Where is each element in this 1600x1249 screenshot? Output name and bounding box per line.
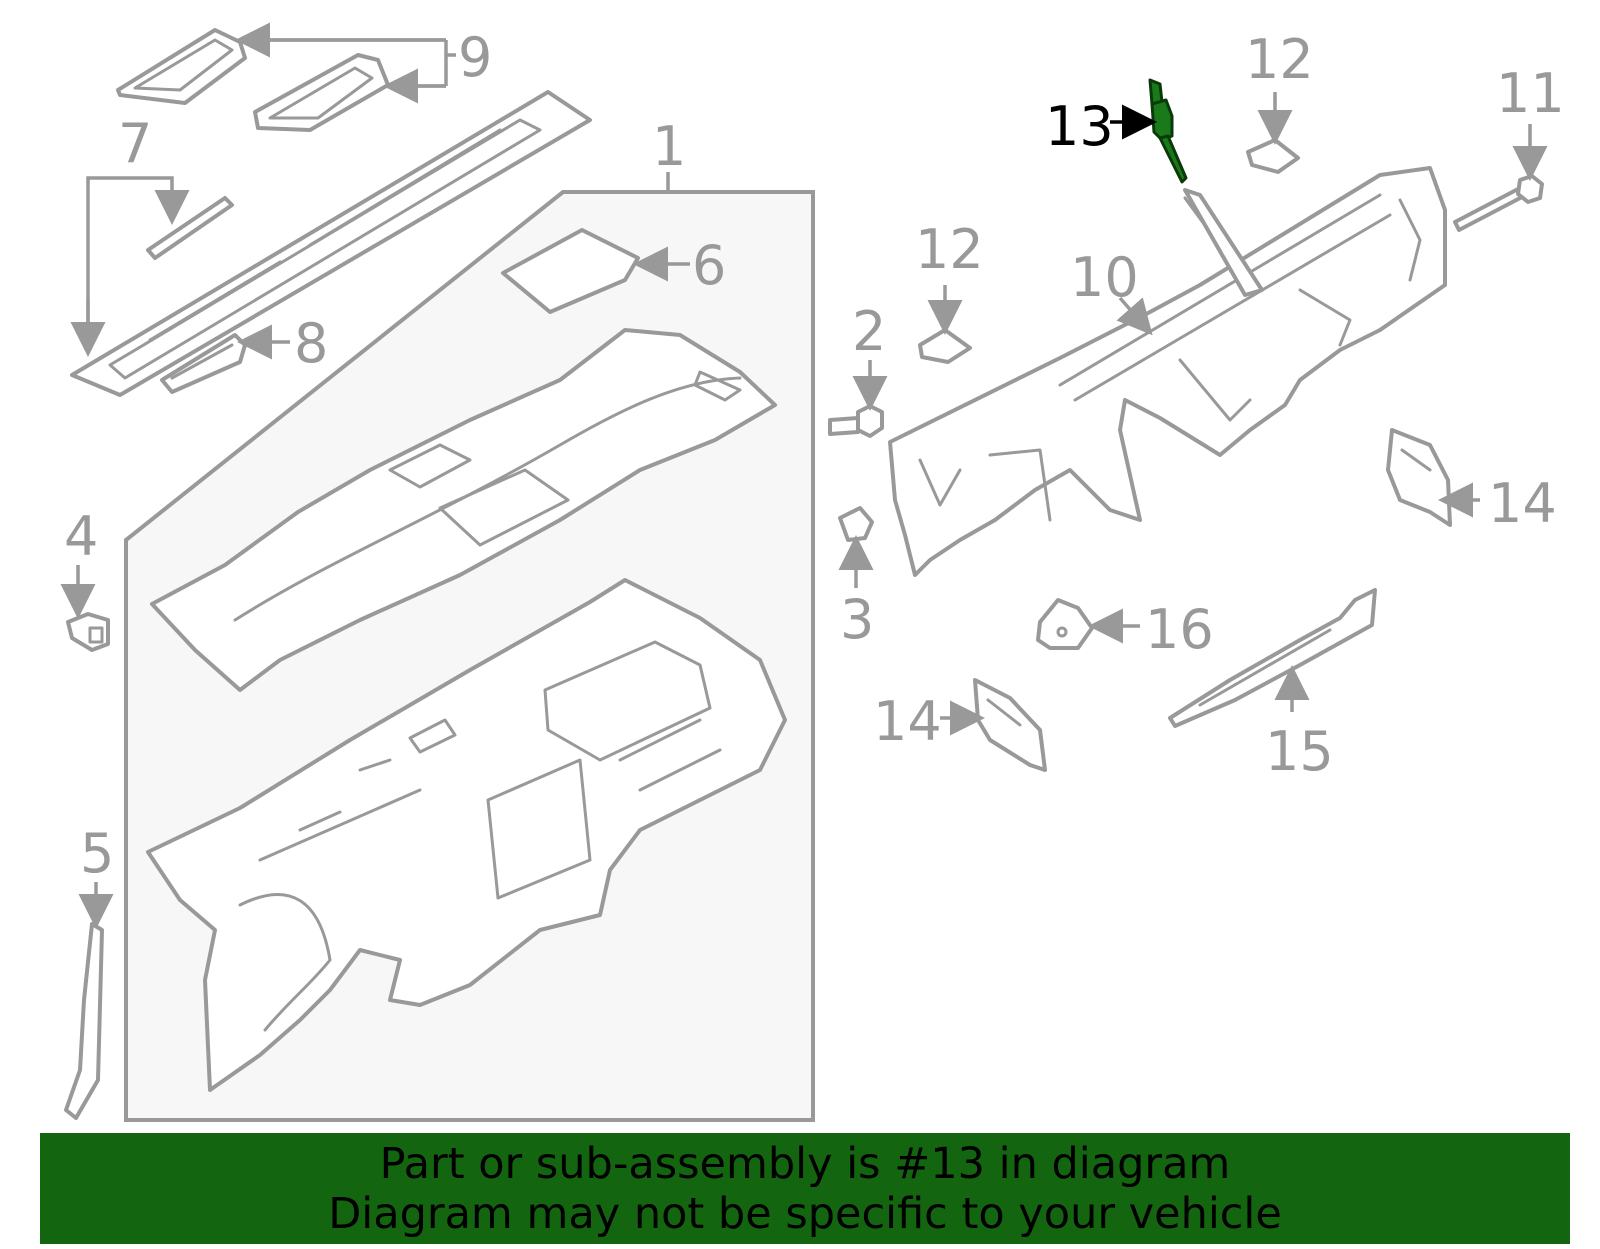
part-12-clip-upper xyxy=(1246,138,1300,174)
part-16-bracket xyxy=(1036,598,1094,650)
callout-15: 15 xyxy=(1265,720,1334,783)
callout-8: 8 xyxy=(294,312,328,375)
part-9-grilles xyxy=(116,28,390,132)
callout-14-lower: 14 xyxy=(873,690,942,753)
callout-7: 7 xyxy=(118,112,152,175)
part-12-clip-left xyxy=(918,328,972,364)
callout-1: 1 xyxy=(652,115,686,178)
callout-10: 10 xyxy=(1070,246,1139,309)
part-5-trim xyxy=(64,922,104,1120)
part-2-bolt xyxy=(828,404,884,438)
part-3-clip xyxy=(838,506,874,542)
part-14-bracket-lower xyxy=(973,678,1047,772)
part-1-lower-panel xyxy=(146,578,787,1092)
callout-13-highlighted: 13 xyxy=(1045,95,1114,158)
callout-12-upper: 12 xyxy=(1245,28,1314,91)
part-14-bracket-right xyxy=(1386,428,1452,527)
leader-lines xyxy=(60,22,1548,929)
callout-2: 2 xyxy=(852,300,886,363)
callout-14-right: 14 xyxy=(1488,472,1557,535)
part-10-cross-beam xyxy=(888,166,1447,577)
callout-6: 6 xyxy=(692,234,726,297)
part-7-defroster-panel xyxy=(70,90,592,397)
callout-12-left: 12 xyxy=(915,218,984,281)
part-4-clip xyxy=(66,612,110,652)
part-15-reinforcement xyxy=(1168,588,1377,728)
part-11-bolt xyxy=(1453,174,1544,232)
banner-line-part: Part or sub-assembly is #13 in diagram xyxy=(379,1138,1231,1189)
callout-5: 5 xyxy=(80,822,114,885)
callout-labels: 1 9 7 8 6 4 5 2 3 12 12 11 10 13 14 14 1… xyxy=(64,26,1565,885)
part-6-cover xyxy=(501,228,640,314)
part-13-stud-highlighted xyxy=(1148,78,1188,184)
banner-line-disclaimer: Diagram may not be specific to your vehi… xyxy=(328,1188,1282,1239)
callout-11: 11 xyxy=(1496,62,1565,125)
callout-3: 3 xyxy=(840,588,874,651)
callout-4: 4 xyxy=(64,505,98,568)
callout-16: 16 xyxy=(1145,598,1214,661)
part-1-upper-pad xyxy=(150,328,777,692)
info-banner: Part or sub-assembly is #13 in diagram D… xyxy=(40,1133,1570,1244)
callout-9: 9 xyxy=(458,26,492,89)
